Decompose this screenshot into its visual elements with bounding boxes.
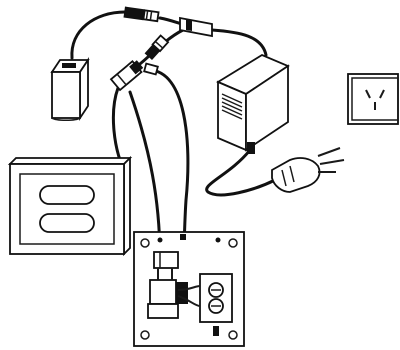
battery-cable <box>70 10 127 60</box>
right-lead-connector-icon <box>143 62 159 76</box>
plug-pack-transformer-icon <box>216 53 290 154</box>
transformer-cable <box>210 28 268 57</box>
mains-plug-icon <box>271 147 345 193</box>
y-branch-cable <box>163 28 185 44</box>
y-splitter-connector-icon <box>179 16 213 38</box>
touch-sensor-panel-icon <box>7 155 133 257</box>
inline-connector-icon <box>123 6 160 23</box>
solenoid-valve-control-box-icon <box>133 231 245 347</box>
inline-connector-mid-icon <box>144 34 170 61</box>
wall-power-socket-icon <box>347 73 399 125</box>
inline-connector-low-icon <box>109 60 144 92</box>
battery-pack-icon <box>50 57 90 121</box>
top-cable <box>158 16 184 26</box>
connectors <box>109 6 213 92</box>
plug-cable <box>205 148 277 197</box>
vent-slots <box>221 93 243 120</box>
